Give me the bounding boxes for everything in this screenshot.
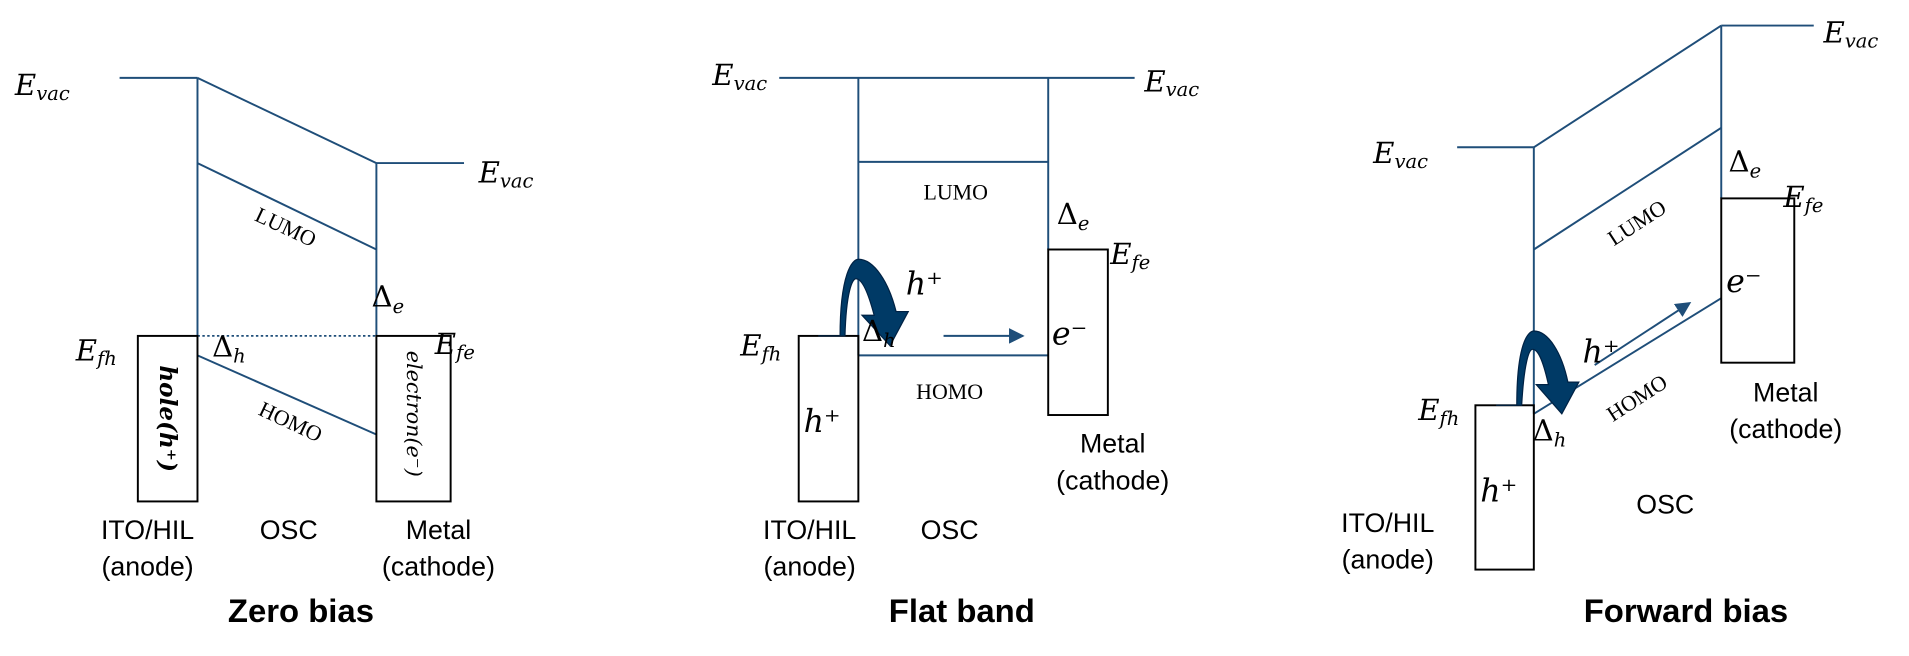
cathode-sublabel: (cathode) (1056, 465, 1169, 495)
anode-label: ITO/HIL (763, 515, 856, 545)
panel-title: Zero bias (228, 592, 374, 629)
panel-forward-bias: Evac Evac LUMO HOMO Δe Δh Efh Efe h⁺ e⁻ … (1341, 16, 1878, 629)
osc-label: OSC (921, 515, 979, 545)
homo-label: HOMO (916, 379, 983, 404)
anode-box (136, 334, 199, 503)
hole-label: h⁺ (804, 404, 841, 440)
panel-title: Forward bias (1584, 592, 1789, 629)
panel-flat-band: Evac Evac LUMO HOMO Δe Δh Efh Efe h⁺ e⁻ … (711, 58, 1199, 629)
transport-arrow-icon (1594, 301, 1692, 366)
evac-label-left: Evac (1372, 136, 1428, 173)
efe-label: Efe (434, 327, 475, 364)
homo-label: HOMO (1602, 369, 1672, 426)
hole-arrow-label: h⁺ (906, 267, 943, 303)
efe-label: Efe (1109, 237, 1150, 274)
osc-label: OSC (1636, 490, 1694, 520)
hole-injection-arrow-icon (818, 258, 910, 347)
panel-title: Flat band (889, 592, 1035, 629)
cathode-sublabel: (cathode) (1729, 414, 1842, 444)
lumo-label: LUMO (251, 202, 320, 252)
delta-h-label: Δh (212, 330, 246, 368)
efh-label: Efh (1417, 393, 1459, 430)
evac-label-left: Evac (14, 68, 70, 105)
efh-label: Efh (75, 333, 117, 370)
osc-label: OSC (260, 515, 318, 545)
cathode-box (1047, 248, 1109, 416)
hole-arrow-label: h⁺ (1583, 335, 1620, 371)
anode-sublabel: (anode) (101, 552, 193, 582)
efe-label: Efe (1782, 180, 1823, 217)
delta-e-label: Δe (1729, 145, 1762, 183)
anode-sublabel: (anode) (764, 552, 856, 582)
cathode-label: Metal (1080, 429, 1145, 459)
homo-label: HOMO (255, 396, 326, 447)
hole-box-text: hole(h⁺) (154, 365, 181, 472)
electron-box-text: electron(e⁻) (402, 351, 426, 477)
cathode-label: Metal (406, 515, 471, 545)
anode-label: ITO/HIL (1341, 508, 1434, 538)
lumo-label: LUMO (923, 180, 987, 205)
lumo-line (197, 162, 377, 251)
delta-e-label: Δe (1057, 197, 1090, 235)
hole-label: h⁺ (1480, 473, 1517, 509)
evac-osc-line (1533, 24, 1722, 149)
hole-injection-arrow-icon (1496, 330, 1580, 415)
evac-label-left: Evac (711, 58, 767, 95)
evac-label-right: Evac (1822, 16, 1878, 53)
delta-h-label: Δh (1533, 414, 1567, 452)
lumo-line (1533, 126, 1722, 251)
anode-sublabel: (anode) (1342, 544, 1434, 574)
evac-label-right: Evac (478, 156, 534, 193)
delta-h-label: Δh (862, 314, 896, 352)
cathode-sublabel: (cathode) (382, 552, 495, 582)
homo-line (197, 354, 377, 436)
anode-label: ITO/HIL (101, 515, 194, 545)
evac-label-right: Evac (1143, 64, 1199, 101)
lumo-label: LUMO (1603, 194, 1671, 250)
cathode-box (375, 334, 452, 503)
electron-label: e⁻ (1726, 264, 1761, 300)
delta-e-label: Δe (372, 280, 405, 318)
efh-label: Efh (739, 328, 781, 365)
electron-label: e⁻ (1052, 316, 1087, 352)
panel-zero-bias: Evac Evac LUMO HOMO Δe Δh Efh Efe hole(h… (14, 68, 534, 629)
evac-osc-line (197, 77, 377, 164)
cathode-label: Metal (1753, 378, 1818, 408)
cathode-box (1720, 197, 1796, 364)
